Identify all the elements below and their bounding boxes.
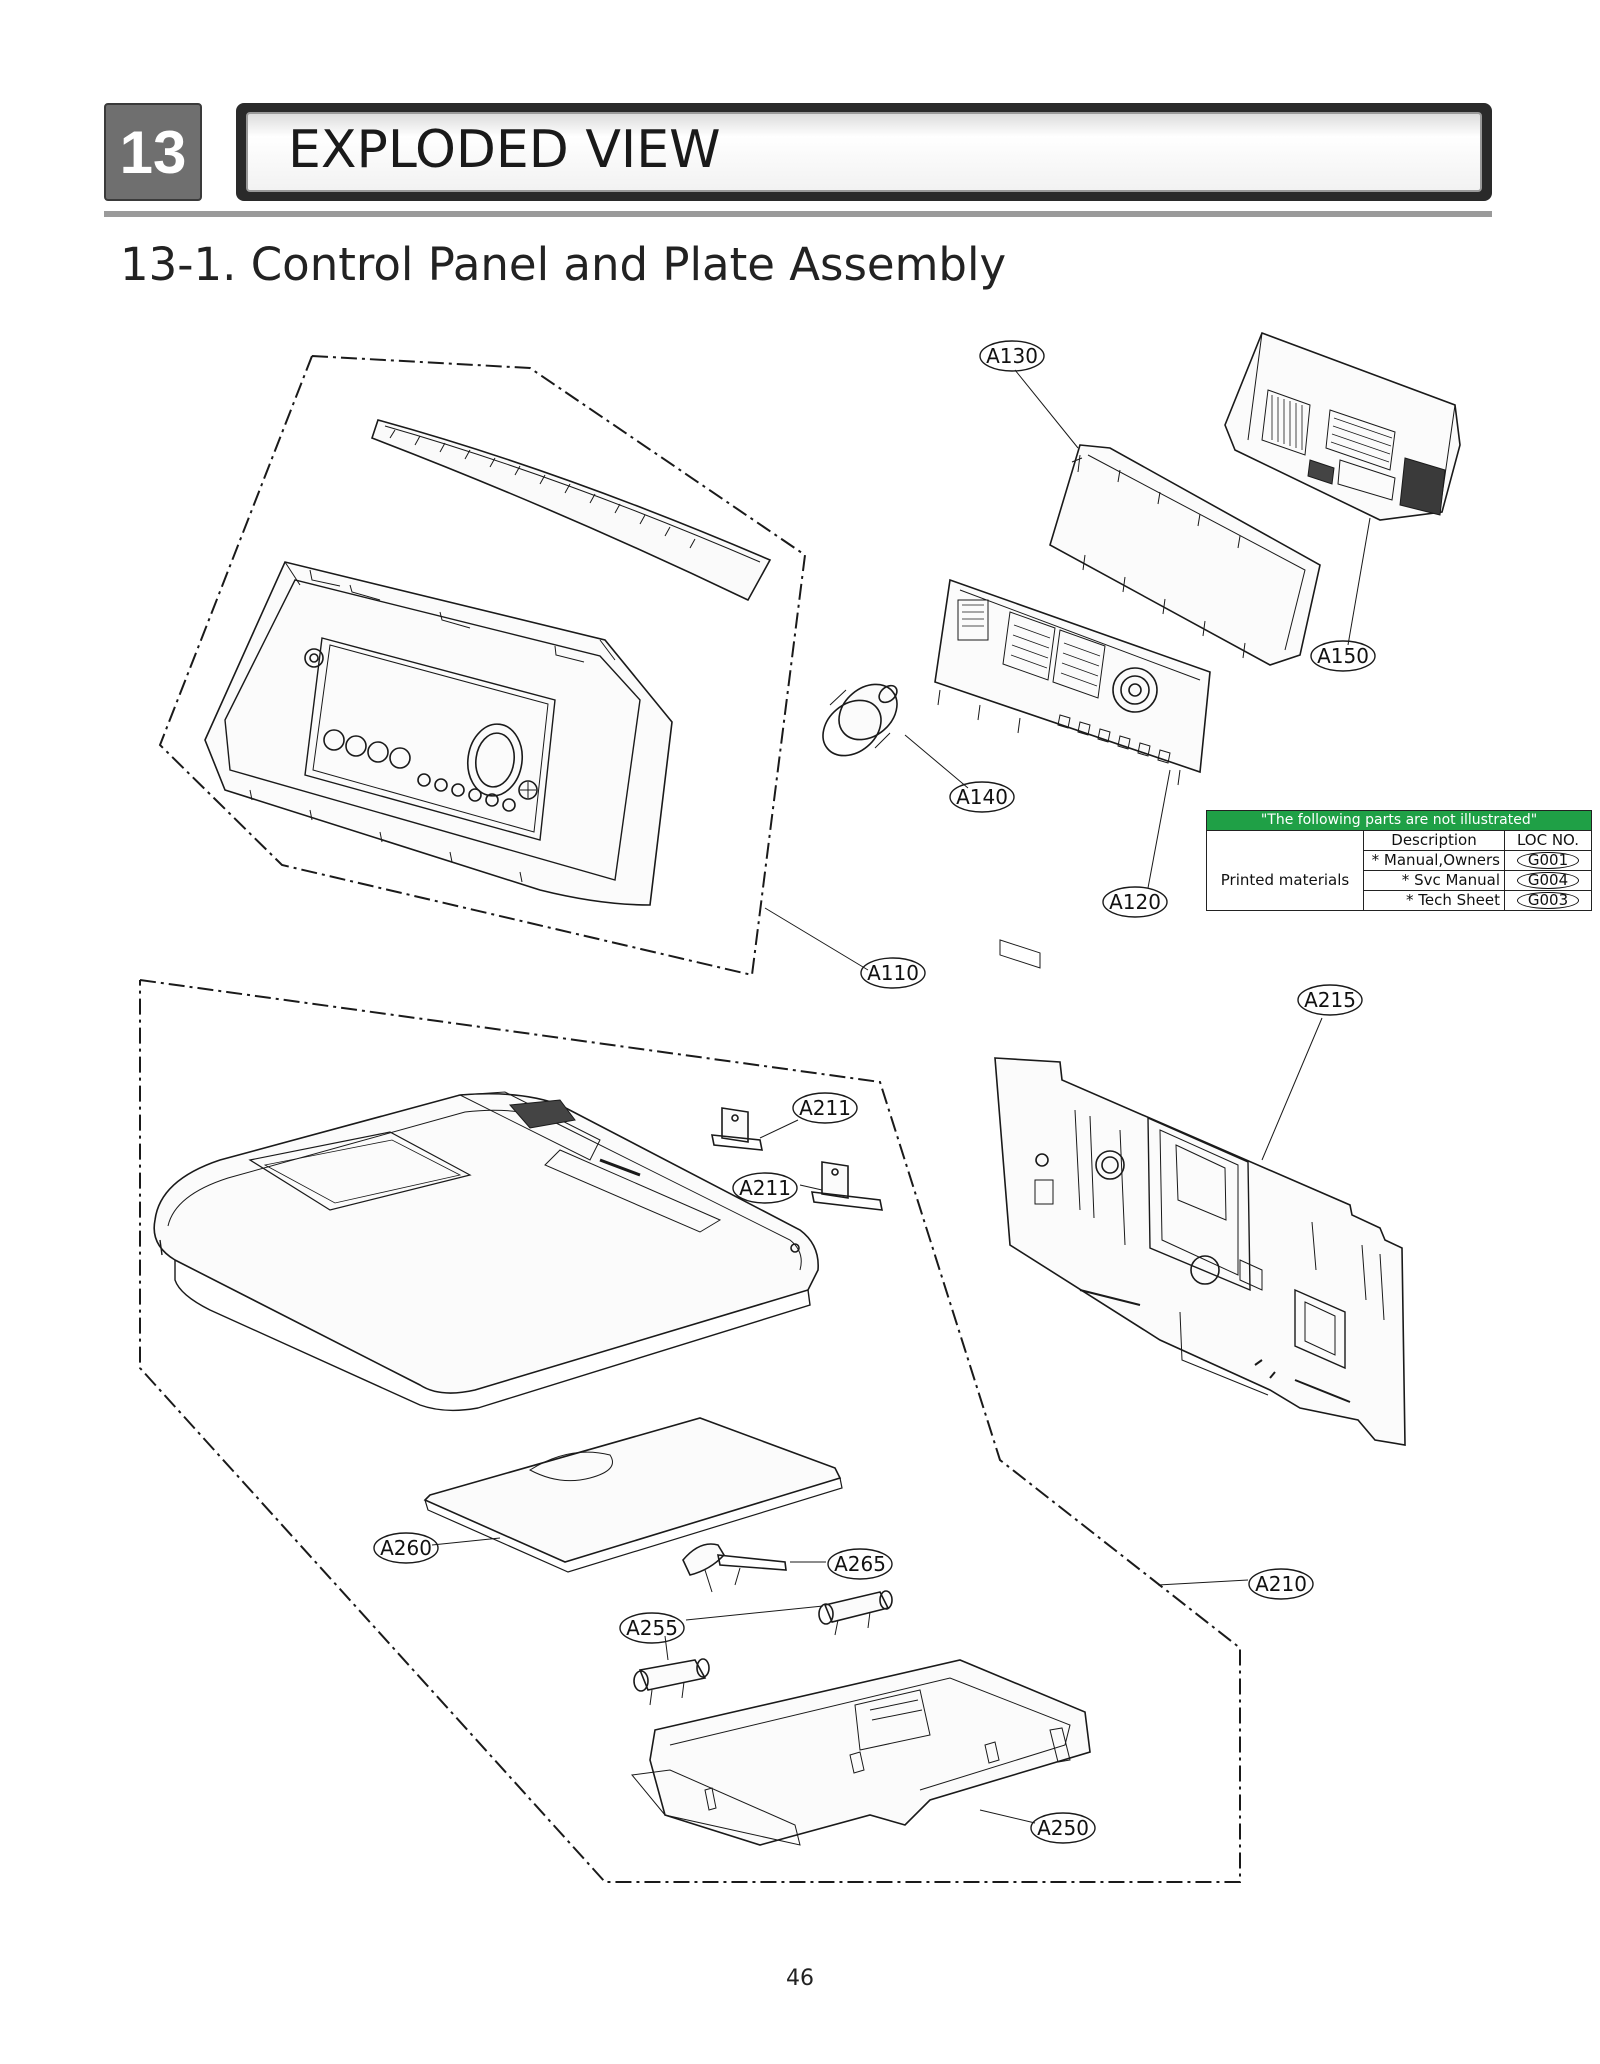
callout-a255: A255 xyxy=(619,1612,685,1644)
page-title: EXPLODED VIEW xyxy=(288,120,721,180)
callout-a140: A140 xyxy=(949,781,1015,813)
svg-text:A265: A265 xyxy=(834,1552,886,1576)
table-header: "The following parts are not illustrated… xyxy=(1206,810,1592,831)
part-hinge-a211-bottom xyxy=(810,1161,884,1211)
part-hinge-a255-right xyxy=(818,1590,893,1636)
part-lid-a260 xyxy=(423,1417,843,1573)
callout-a211-top: A211 xyxy=(792,1092,858,1124)
title-inner: EXPLODED VIEW xyxy=(246,112,1482,192)
callout-a260: A260 xyxy=(373,1532,439,1564)
svg-text:A210: A210 xyxy=(1255,1572,1307,1596)
page-number: 46 xyxy=(786,1966,814,1991)
leader-a250 xyxy=(979,1809,1036,1824)
leader-a120 xyxy=(1147,769,1171,889)
callout-a210: A210 xyxy=(1248,1568,1314,1600)
svg-text:A110: A110 xyxy=(867,961,919,985)
callout-a265: A265 xyxy=(827,1548,893,1580)
leader-a130 xyxy=(1014,369,1079,449)
svg-text:A120: A120 xyxy=(1109,890,1161,914)
callout-a215: A215 xyxy=(1297,984,1363,1016)
svg-text:A260: A260 xyxy=(380,1536,432,1560)
callout-a130: A130 xyxy=(979,340,1045,372)
row-description: * Manual,Owners xyxy=(1363,850,1505,871)
section-number-badge: 13 xyxy=(104,103,202,201)
leader-a211-top xyxy=(759,1119,799,1139)
svg-text:A140: A140 xyxy=(956,785,1008,809)
loc-badge: G004 xyxy=(1516,872,1580,889)
callout-a120: A120 xyxy=(1102,886,1168,918)
part-main-pcb-a120 xyxy=(934,578,1211,969)
part-top-plate-a210 xyxy=(153,1091,819,1412)
leader-a215 xyxy=(1261,1017,1323,1161)
part-top-trim xyxy=(370,419,772,602)
callout-a110: A110 xyxy=(860,957,926,989)
leader-a110 xyxy=(764,907,869,971)
table-blank-cell xyxy=(1206,830,1364,851)
leader-a260 xyxy=(431,1537,501,1546)
header-rule xyxy=(104,211,1492,217)
leader-a255-lower xyxy=(664,1635,669,1661)
callout-a211-bottom: A211 xyxy=(732,1172,798,1204)
row-description: * Tech Sheet xyxy=(1363,890,1505,911)
col-description: Description xyxy=(1363,830,1505,851)
section-subtitle: 13-1. Control Panel and Plate Assembly xyxy=(120,238,1007,291)
group-boundary-control-panel xyxy=(158,355,807,977)
svg-text:A215: A215 xyxy=(1304,988,1356,1012)
unillustrated-parts-table: "The following parts are not illustrated… xyxy=(1206,810,1592,911)
svg-text:A150: A150 xyxy=(1317,644,1369,668)
part-pcb-cover-a130 xyxy=(1049,444,1321,666)
part-frame-a250 xyxy=(631,1659,1091,1846)
part-pcb-box-a150 xyxy=(1224,331,1461,521)
svg-text:A211: A211 xyxy=(799,1096,851,1120)
leader-a210 xyxy=(1157,1579,1249,1586)
group-boundary-plate xyxy=(139,979,1241,1883)
svg-text:A130: A130 xyxy=(986,344,1038,368)
leader-a255-upper xyxy=(685,1605,824,1621)
loc-badge: G003 xyxy=(1516,892,1580,909)
leader-a211-bottom xyxy=(799,1184,823,1191)
loc-badge: G001 xyxy=(1516,852,1580,869)
leader-a140 xyxy=(904,734,969,789)
svg-text:A211: A211 xyxy=(739,1176,791,1200)
leader-a150 xyxy=(1347,517,1371,646)
row-loc: G003 xyxy=(1504,890,1592,911)
group-label-printed-materials: Printed materials xyxy=(1206,850,1364,911)
svg-text:A255: A255 xyxy=(626,1616,678,1640)
row-description: * Svc Manual xyxy=(1363,870,1505,891)
row-loc: G004 xyxy=(1504,870,1592,891)
part-lever-a265 xyxy=(682,1543,787,1593)
part-knob-a140 xyxy=(822,683,898,757)
title-bar: EXPLODED VIEW xyxy=(236,103,1492,201)
table-column-row: Description LOC NO. xyxy=(1206,830,1592,851)
callout-a250: A250 xyxy=(1030,1812,1096,1844)
table-row: * Svc Manual G004 xyxy=(1207,870,1592,891)
part-hinge-a255-left xyxy=(633,1658,710,1706)
part-back-plate-a215 xyxy=(994,1057,1406,1446)
table-row: Printed materials * Manual,Owners G001 xyxy=(1206,850,1592,911)
part-hinge-a211-top xyxy=(711,1107,763,1151)
table-header-row: "The following parts are not illustrated… xyxy=(1206,810,1592,831)
row-loc: G001 xyxy=(1504,850,1592,871)
section-number: 13 xyxy=(119,118,187,186)
svg-text:A250: A250 xyxy=(1037,1816,1089,1840)
callout-a150: A150 xyxy=(1310,640,1376,672)
part-control-panel-a110 xyxy=(204,561,673,906)
table-row: * Tech Sheet G003 xyxy=(1207,890,1592,911)
col-loc-no: LOC NO. xyxy=(1504,830,1592,851)
